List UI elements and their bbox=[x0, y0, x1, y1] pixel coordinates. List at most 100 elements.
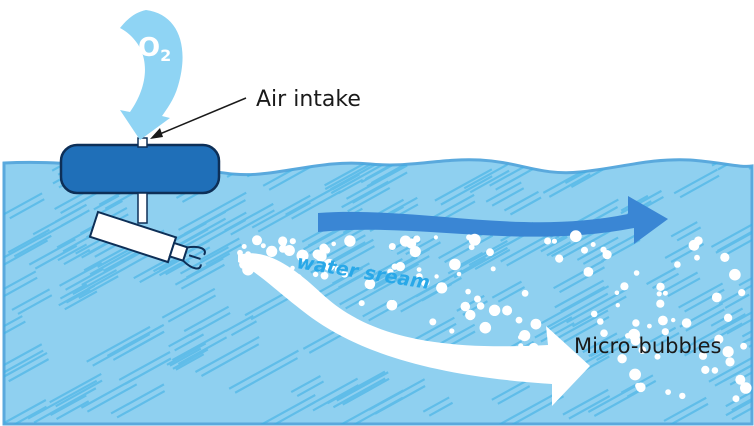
bubble bbox=[647, 323, 652, 329]
bubble bbox=[590, 242, 596, 247]
water-scribble-stroke bbox=[463, 163, 510, 194]
bubble bbox=[679, 392, 686, 400]
bubble bbox=[661, 328, 669, 336]
water-scribble-stroke bbox=[81, 246, 151, 290]
water-scribble-stroke bbox=[491, 280, 526, 303]
water-scribble-stroke bbox=[434, 168, 493, 206]
water-scribble-stroke bbox=[4, 343, 44, 375]
surface-flow-arrow bbox=[318, 196, 668, 244]
bubble bbox=[387, 268, 394, 275]
bubble bbox=[629, 368, 641, 381]
water-scribble-stroke bbox=[534, 316, 575, 343]
bubble bbox=[395, 261, 405, 272]
water-scribble-stroke bbox=[183, 305, 231, 337]
bubble bbox=[714, 334, 724, 344]
water-scribble-stroke bbox=[72, 269, 119, 300]
micro-bubbles-label: Micro-bubbles bbox=[574, 334, 721, 358]
water-scribble-stroke bbox=[540, 235, 572, 257]
water-scribble-stroke bbox=[290, 375, 325, 398]
bubble bbox=[698, 351, 708, 360]
bubble bbox=[391, 263, 398, 270]
water-scribble-stroke bbox=[228, 349, 299, 394]
oxygen-arrow bbox=[120, 10, 183, 140]
bubble bbox=[521, 289, 529, 297]
bubble bbox=[296, 249, 309, 262]
bubble bbox=[581, 246, 588, 254]
micro-bubbles bbox=[237, 230, 752, 403]
bubble bbox=[474, 295, 481, 303]
bubble bbox=[620, 282, 629, 291]
bubble bbox=[701, 365, 710, 374]
water-scribble-stroke bbox=[93, 194, 123, 215]
bubble bbox=[436, 282, 448, 294]
bubble bbox=[681, 318, 692, 328]
bubble bbox=[725, 357, 735, 367]
water-texture bbox=[4, 159, 752, 424]
bubble bbox=[409, 246, 421, 258]
bubble bbox=[468, 244, 475, 251]
bubble bbox=[468, 233, 481, 246]
bubble bbox=[315, 250, 327, 262]
bubble bbox=[334, 265, 342, 273]
bubble bbox=[252, 235, 262, 246]
bubble bbox=[266, 245, 278, 257]
bubble bbox=[665, 389, 671, 395]
bubble bbox=[465, 309, 476, 321]
o2-label: O2 bbox=[138, 33, 171, 65]
bubble bbox=[364, 278, 376, 290]
water-scribble-stroke bbox=[306, 377, 360, 412]
bubble bbox=[434, 274, 439, 279]
water-scribble-stroke bbox=[673, 168, 720, 199]
water-scribble-stroke bbox=[542, 166, 591, 198]
bubble bbox=[583, 267, 594, 277]
bubble bbox=[674, 261, 681, 268]
water-scribble-stroke bbox=[86, 325, 151, 367]
water-scribble-stroke bbox=[710, 210, 752, 252]
bubble bbox=[429, 318, 437, 326]
bubble bbox=[656, 291, 662, 297]
bubble bbox=[555, 254, 564, 263]
air-intake-leader bbox=[154, 97, 247, 137]
aerator-float bbox=[59, 143, 221, 195]
water-scribble-stroke bbox=[341, 180, 391, 213]
water-scribble-stroke bbox=[224, 314, 258, 337]
bubble bbox=[449, 328, 455, 334]
bubble bbox=[654, 353, 661, 360]
bubble bbox=[729, 268, 741, 281]
bubble bbox=[488, 304, 501, 316]
bubble bbox=[486, 248, 494, 257]
water-scribble-stroke bbox=[58, 284, 98, 311]
bubble bbox=[476, 302, 485, 310]
water-scribble-stroke bbox=[503, 190, 542, 216]
water-scribble-stroke bbox=[725, 385, 752, 412]
bubble bbox=[738, 289, 746, 297]
bubble bbox=[633, 270, 640, 276]
water-scribble-stroke bbox=[562, 388, 611, 420]
bubble bbox=[694, 254, 700, 261]
bubble bbox=[711, 367, 719, 374]
bubble bbox=[460, 301, 471, 312]
bubble bbox=[636, 382, 646, 393]
bubble bbox=[490, 266, 496, 272]
water-scribble-stroke bbox=[199, 237, 242, 266]
bubble bbox=[662, 290, 668, 296]
bubble bbox=[415, 273, 423, 280]
aerator-motor bbox=[88, 210, 206, 270]
water-scribble-stroke bbox=[4, 232, 49, 268]
bubble bbox=[671, 317, 676, 323]
bubble bbox=[456, 271, 462, 277]
bubble bbox=[260, 243, 266, 249]
bubble bbox=[289, 238, 296, 245]
bubble bbox=[465, 288, 471, 295]
water-scribble-stroke bbox=[4, 351, 50, 383]
bubble bbox=[597, 318, 604, 325]
bubble bbox=[735, 374, 746, 385]
water-scribble-stroke bbox=[27, 379, 98, 424]
bubble bbox=[479, 321, 492, 334]
bubble bbox=[615, 303, 620, 308]
water-scribble-stroke bbox=[57, 243, 91, 266]
bubble bbox=[688, 239, 700, 251]
water-scribble-stroke bbox=[4, 192, 45, 220]
